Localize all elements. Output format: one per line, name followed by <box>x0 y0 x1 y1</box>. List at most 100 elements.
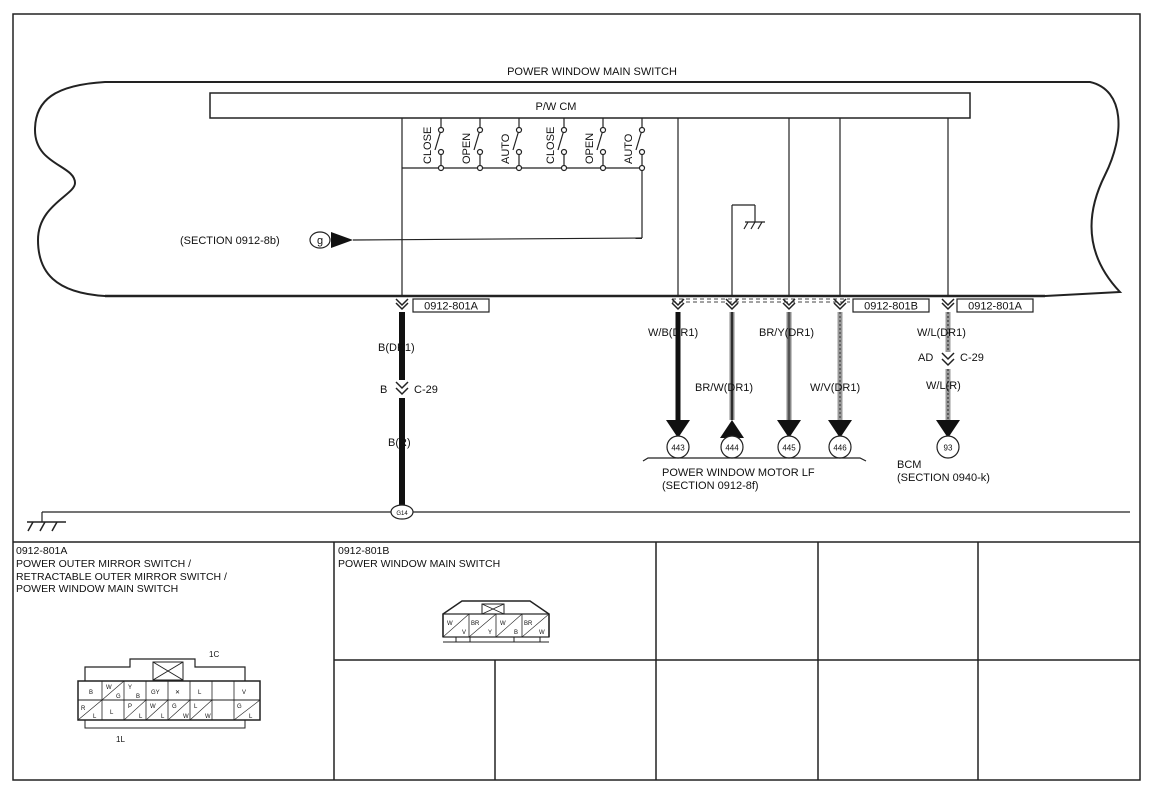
connector-a-pin: G <box>116 694 121 700</box>
arrow-93 <box>936 420 960 438</box>
terminal-g-wire <box>352 237 643 241</box>
connector-a-pin: G <box>172 704 177 710</box>
connector-a-pin: V <box>242 690 246 696</box>
connector-a-pin: Y <box>128 685 132 691</box>
switch-labels: CLOSE OPEN AUTO CLOSE OPEN AUTO <box>422 127 635 164</box>
connector-b-pin: BR <box>524 621 533 627</box>
bcm-wire-joint-right: C-29 <box>960 352 984 364</box>
connector-b-pin: W <box>447 621 453 627</box>
switch-label-close-1: CLOSE <box>422 127 434 164</box>
connector-tag-801a-left-box <box>412 298 490 313</box>
connector-a-pin: B <box>136 694 140 700</box>
diagram-title: POWER WINDOW MAIN SWITCH <box>507 66 677 78</box>
switch-label-auto-1: AUTO <box>500 133 512 164</box>
switch-label-close-2: CLOSE <box>545 127 557 164</box>
left-wire-joint-right: C-29 <box>414 384 438 396</box>
connector-tag-801a-right-box <box>956 298 1034 313</box>
connector-a-pin-1l: 1L <box>116 735 125 744</box>
motor-dest-section: (SECTION 0912-8f) <box>662 480 759 492</box>
motor-dest-name: POWER WINDOW MOTOR LF <box>662 467 815 479</box>
connector-b-pin: Y <box>488 630 492 636</box>
left-wire-label-bottom: B(R) <box>388 437 411 449</box>
switch-housing <box>33 81 1123 297</box>
arrow-446 <box>828 420 852 438</box>
connector-a-pin: W <box>150 704 156 710</box>
connector-a-pin: W <box>106 685 112 691</box>
connector-a-pin: P <box>128 704 132 710</box>
connector-b-face <box>442 600 550 643</box>
connector-a-pin: B <box>89 690 93 696</box>
connector-a-pin-1c: 1C <box>209 650 219 659</box>
bcm-wire-label-bottom: W/L(R) <box>926 380 961 392</box>
pwcm-module-box <box>209 92 971 119</box>
connector-table-grid <box>13 541 1140 780</box>
motor-dest-bracket <box>642 457 867 462</box>
left-wire-joint <box>395 381 409 396</box>
terminal-444-label: 444 <box>725 444 739 453</box>
connector-a-pin: L <box>161 714 165 720</box>
terminal-445-label: 445 <box>782 444 796 453</box>
motor-wire-label-445: BR/Y(DR1) <box>759 327 814 339</box>
arrow-443 <box>666 420 690 438</box>
connector-a-pin: GY <box>151 690 160 696</box>
terminal-443-label: 443 <box>671 444 685 453</box>
connector-a-id: 0912-801A <box>16 545 68 557</box>
terminal-93-circle <box>936 435 960 459</box>
bcm-wire-label-top: W/L(DR1) <box>917 327 966 339</box>
terminal-93-label: 93 <box>944 444 953 453</box>
connector-tag-801b-box <box>852 298 930 313</box>
switch-contacts <box>401 118 646 296</box>
bcm-dest-name: BCM <box>897 459 921 471</box>
connector-a-pin: G <box>237 704 242 710</box>
connector-a-pin: L <box>198 690 202 696</box>
connector-a-description: POWER OUTER MIRROR SWITCH / RETRACTABLE … <box>16 558 227 595</box>
terminal-g-label: g <box>317 235 323 247</box>
connector-a-pin: L <box>110 710 114 716</box>
switch-label-open-1: OPEN <box>461 133 473 164</box>
motor-wire-label-444: BR/W(DR1) <box>695 382 753 394</box>
arrow-445 <box>777 420 801 438</box>
connector-tag-801a-left: 0912-801A <box>424 301 478 313</box>
connector-tag-801a-right: 0912-801A <box>968 301 1022 313</box>
terminal-g-arrow <box>331 232 353 248</box>
connector-b-pin: W <box>500 621 506 627</box>
connector-b-id: 0912-801B <box>338 545 390 557</box>
connector-b-pin: W <box>539 630 545 636</box>
left-wire-label-top: B(DR1) <box>378 342 415 354</box>
section-ref-left-label: (SECTION 0912-8b) <box>180 235 280 247</box>
bcm-wire-joint-left: AD <box>918 352 933 364</box>
connector-a-pin: L <box>93 714 97 720</box>
connector-b-description: POWER WINDOW MAIN SWITCH <box>338 558 501 570</box>
connector-b-pin: B <box>514 630 518 636</box>
bcm-dest-section: (SECTION 0940-k) <box>897 472 990 484</box>
internal-motor-wires <box>677 118 949 296</box>
ground-point-g14-label: G14 <box>396 511 408 517</box>
connector-a-pin: L <box>194 704 198 710</box>
terminal-g-circle <box>309 231 331 249</box>
chassis-ground-icon <box>27 521 66 532</box>
connector-tag-801b: 0912-801B <box>864 301 918 313</box>
connector-a-pin: L <box>249 714 253 720</box>
connector-a-pin: W <box>183 714 189 720</box>
pwcm-label: P/W CM <box>536 101 577 113</box>
connector-a-face <box>77 658 261 729</box>
connector-b-pins: W V BR Y W B BR W <box>447 621 545 636</box>
motor-wire-label-446: W/V(DR1) <box>810 382 860 394</box>
diagram-frame <box>12 13 1141 781</box>
connector-a-pin: R <box>81 706 86 712</box>
connector-a-pin: W <box>205 714 211 720</box>
connector-b-pin: BR <box>471 621 480 627</box>
connector-a-pin: ✕ <box>175 690 180 696</box>
left-wire-joint-left: B <box>380 384 387 396</box>
connector-chevrons <box>395 298 955 311</box>
connector-a-pins-top: B W Y G B GY ✕ L V <box>89 685 246 700</box>
connector-b-pin: V <box>462 630 466 636</box>
connector-a-pin: L <box>139 714 143 720</box>
switch-label-open-2: OPEN <box>584 133 596 164</box>
switch-label-auto-2: AUTO <box>623 133 635 164</box>
bcm-wire-joint <box>941 352 955 367</box>
arrow-444 <box>720 420 744 438</box>
terminal-446-label: 446 <box>833 444 847 453</box>
motor-wire-label-443: W/B(DR1) <box>648 327 698 339</box>
